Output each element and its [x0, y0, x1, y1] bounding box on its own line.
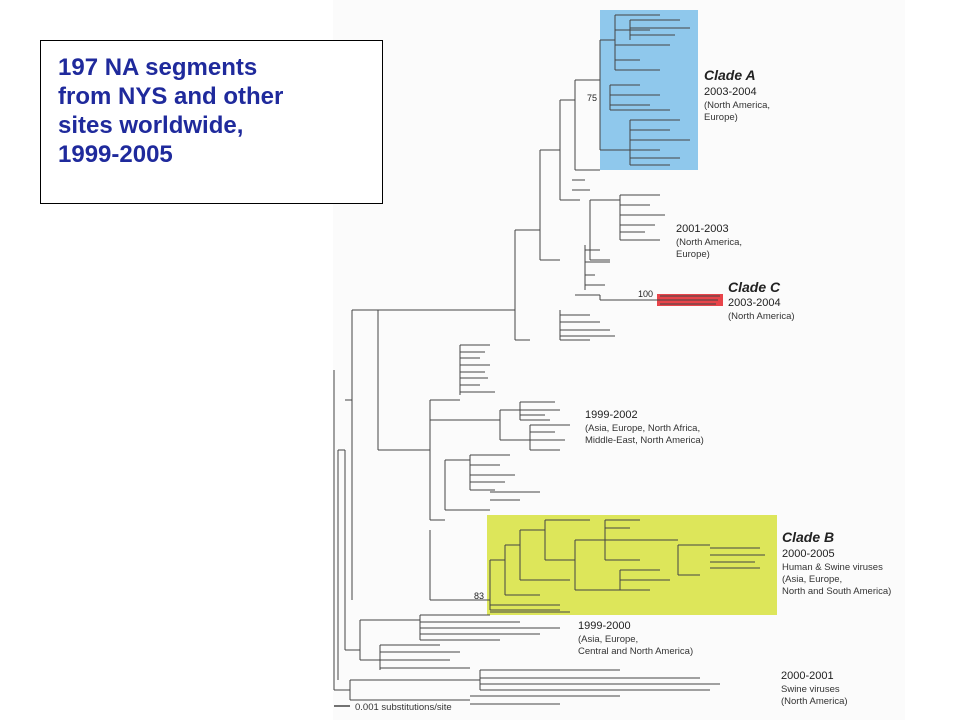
group-1999-2002-region-2: Middle-East, North America) [585, 435, 704, 446]
clade-b-bootstrap: 83 [474, 591, 484, 601]
tree-branches [333, 14, 765, 707]
caption-text: 197 NA segments from NYS and other sites… [58, 53, 378, 169]
clade-c-region-1: (North America) [728, 311, 795, 322]
group-2000-2001-years: 2000-2001 [781, 670, 834, 682]
clade-b-highlight [487, 515, 777, 615]
group-1999-2000-years: 1999-2000 [578, 620, 631, 632]
caption-line-3: sites worldwide, [58, 112, 244, 139]
clade-c-bootstrap: 100 [638, 289, 653, 299]
group-2001-region-2: Europe) [676, 249, 710, 260]
clade-a-name: Clade A [704, 67, 756, 83]
caption-line-4: 1999-2005 [58, 141, 173, 168]
clade-a-bootstrap: 75 [587, 93, 597, 103]
clade-c-years: 2003-2004 [728, 297, 781, 309]
clade-b-years: 2000-2005 [782, 548, 835, 560]
group-1999-2002-years: 1999-2002 [585, 409, 638, 421]
clade-c-name: Clade C [728, 279, 781, 295]
clade-b-region-1: Human & Swine viruses [782, 562, 883, 573]
caption-line-1: 197 NA segments [58, 54, 258, 81]
group-2001-years: 2001-2003 [676, 223, 729, 235]
clade-a-highlight [600, 10, 698, 170]
clade-a-region-1: (North America, [704, 100, 770, 111]
clade-b-name: Clade B [782, 529, 834, 545]
clade-b-region-3: North and South America) [782, 586, 891, 597]
caption-box: 197 NA segments from NYS and other sites… [40, 40, 383, 204]
group-2000-2001-region-1: Swine viruses [781, 684, 840, 695]
group-1999-2000-region-2: Central and North America) [578, 646, 693, 657]
group-2001-region-1: (North America, [676, 237, 742, 248]
caption-line-2: from NYS and other [58, 83, 284, 110]
group-1999-2002-region-1: (Asia, Europe, North Africa, [585, 423, 700, 434]
clade-a-years: 2003-2004 [704, 86, 757, 98]
scale-bar-label: 0.001 substitutions/site [355, 702, 452, 713]
group-2000-2001-region-2: (North America) [781, 696, 848, 707]
group-1999-2000-region-1: (Asia, Europe, [578, 634, 638, 645]
clade-b-region-2: (Asia, Europe, [782, 574, 842, 585]
clade-a-region-2: Europe) [704, 112, 738, 123]
